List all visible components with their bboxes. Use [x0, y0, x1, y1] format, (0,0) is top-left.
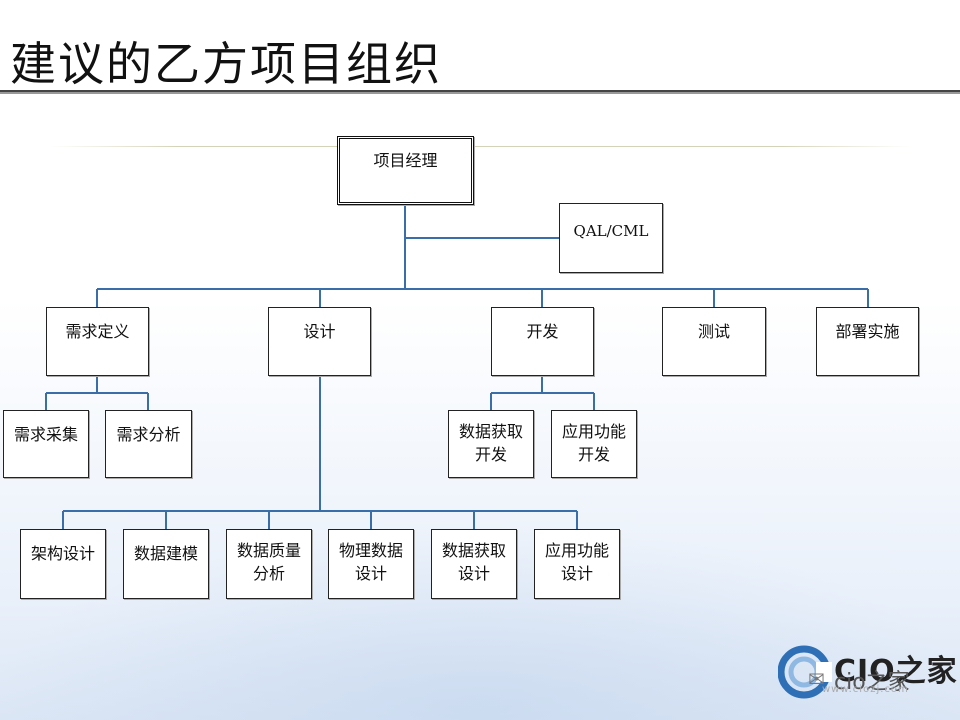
url-watermark: www.ciozj.com — [822, 684, 909, 695]
node-label: 数据获取 设计 — [441, 541, 506, 583]
decorative-rule — [50, 146, 910, 147]
node-qa: QAL/CML — [559, 203, 663, 273]
node-label: 应用功能 开发 — [561, 422, 626, 464]
node-dept-deployment: 部署实施 — [816, 307, 919, 376]
wechat-watermark: cio之家 — [834, 670, 910, 695]
node-dev-app-function: 应用功能 开发 — [551, 410, 637, 478]
node-label: 项目经理 — [373, 151, 438, 170]
wechat-icon: ✉ — [808, 667, 825, 691]
node-dept-development: 开发 — [491, 307, 594, 376]
node-design-app-function: 应用功能 设计 — [534, 529, 620, 599]
logo-text: CIO之家 — [834, 654, 958, 689]
node-label: QAL/CML — [573, 222, 649, 240]
node-dev-data-acquisition: 数据获取 开发 — [448, 410, 534, 478]
node-design-data-acquisition: 数据获取 设计 — [431, 529, 517, 599]
node-dept-design: 设计 — [268, 307, 371, 376]
node-label: 架构设计 — [30, 544, 95, 563]
node-label: 应用功能 设计 — [544, 541, 609, 583]
node-project-manager: 项目经理 — [337, 136, 474, 205]
node-label: 需求采集 — [13, 425, 78, 444]
node-dept-testing: 测试 — [662, 307, 766, 376]
node-label: 物理数据 设计 — [338, 541, 403, 583]
node-design-physical-data: 物理数据 设计 — [328, 529, 414, 599]
node-label: 数据建模 — [133, 544, 198, 563]
cio-logo-icon — [778, 645, 832, 699]
node-req-collection: 需求采集 — [3, 410, 89, 478]
title-underline — [0, 90, 960, 92]
node-dept-requirements: 需求定义 — [46, 307, 149, 376]
node-label: 需求分析 — [116, 425, 181, 444]
node-label: 开发 — [526, 322, 559, 341]
node-label: 设计 — [303, 322, 336, 341]
node-req-analysis: 需求分析 — [105, 410, 192, 478]
node-design-data-quality: 数据质量 分析 — [226, 529, 312, 599]
node-label: 数据质量 分析 — [236, 541, 301, 583]
node-label: 需求定义 — [65, 322, 130, 341]
node-label: 部署实施 — [835, 322, 900, 341]
slide-title: 建议的乙方项目组织 — [10, 37, 442, 91]
node-label: 测试 — [697, 322, 730, 341]
node-design-architecture: 架构设计 — [20, 529, 106, 599]
node-label: 数据获取 开发 — [458, 422, 523, 464]
node-design-data-modeling: 数据建模 — [123, 529, 209, 599]
